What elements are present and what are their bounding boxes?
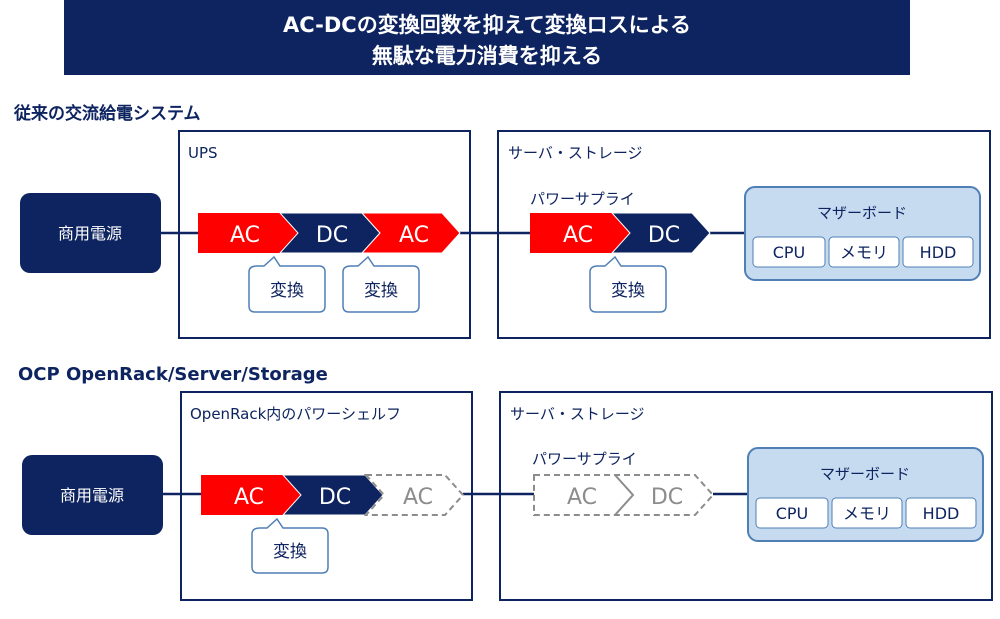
- removed-power-supply: [533, 474, 715, 516]
- ups-label: UPS: [188, 144, 218, 162]
- cpu-chip: [755, 497, 829, 529]
- stage-dc-label: DC: [319, 485, 351, 510]
- power-supply-label: パワーサプライ: [530, 190, 635, 208]
- conversion-callout: [342, 255, 420, 313]
- stage-ac-removed-label: AC: [403, 485, 433, 510]
- stage-dc-label: DC: [648, 223, 680, 248]
- stage-dc-label: DC: [316, 223, 348, 248]
- conversion-callout-label: 変換: [364, 281, 398, 301]
- conversion-callout-label: 変換: [273, 542, 307, 562]
- memory-label: メモリ: [840, 243, 888, 262]
- stage-ac-removed-label: AC: [567, 485, 597, 510]
- server-storage-label: サーバ・ストレージ: [508, 144, 643, 162]
- conversion-callout-label: 変換: [611, 281, 645, 301]
- conversion-callout-label: 変換: [270, 281, 304, 301]
- utility-power-box: [20, 193, 161, 273]
- utility-power-box: [22, 455, 163, 535]
- hdd-label: HDD: [923, 504, 960, 523]
- hdd-chip: [905, 497, 977, 529]
- server-storage-label: サーバ・ストレージ: [510, 405, 645, 423]
- stage-ac: [201, 475, 301, 515]
- utility-power-label: 商用電源: [60, 486, 124, 505]
- title-banner: [64, 0, 910, 75]
- conversion-callout: [248, 255, 326, 313]
- ups-box: [178, 130, 471, 339]
- hdd-chip: [902, 236, 974, 268]
- utility-power-label: 商用電源: [58, 224, 122, 243]
- stage-dc-removed-label: DC: [651, 485, 683, 510]
- conversion-callout: [251, 517, 329, 574]
- stage-ac: [198, 213, 298, 253]
- cpu-chip: [752, 236, 826, 268]
- stage-ac-label: AC: [399, 223, 429, 248]
- power-shelf-box: [180, 391, 473, 601]
- title-line-2: 無駄な電力消費を抑える: [372, 44, 602, 68]
- stage-dc: [610, 212, 711, 254]
- stage-ac: [530, 213, 630, 253]
- power-shelf-label: OpenRack内のパワーシェルフ: [190, 405, 401, 423]
- title-line-1: AC-DCの変換回数を抑えて変換ロスによる: [283, 13, 691, 37]
- memory-chip: [831, 497, 903, 529]
- motherboard-label: マザーボード: [817, 204, 907, 222]
- server-storage-box: [499, 391, 993, 601]
- server-storage-box: [497, 130, 991, 339]
- motherboard-label: マザーボード: [820, 465, 910, 483]
- stage-ac: [360, 212, 461, 254]
- memory-chip: [828, 236, 900, 268]
- power-supply-label: パワーサプライ: [532, 450, 637, 468]
- cpu-label: CPU: [776, 504, 809, 523]
- hdd-label: HDD: [920, 243, 957, 262]
- section1-heading: 従来の交流給電システム: [13, 103, 201, 124]
- stage-ac-removed: [363, 474, 465, 516]
- section2-heading: OCP OpenRack/Server/Storage: [18, 364, 328, 385]
- memory-label: メモリ: [843, 504, 891, 523]
- conversion-callout: [589, 255, 667, 313]
- cpu-label: CPU: [773, 243, 806, 262]
- stage-ac-label: AC: [230, 223, 260, 248]
- stage-ac-label: AC: [234, 485, 264, 510]
- stage-ac-label: AC: [563, 223, 593, 248]
